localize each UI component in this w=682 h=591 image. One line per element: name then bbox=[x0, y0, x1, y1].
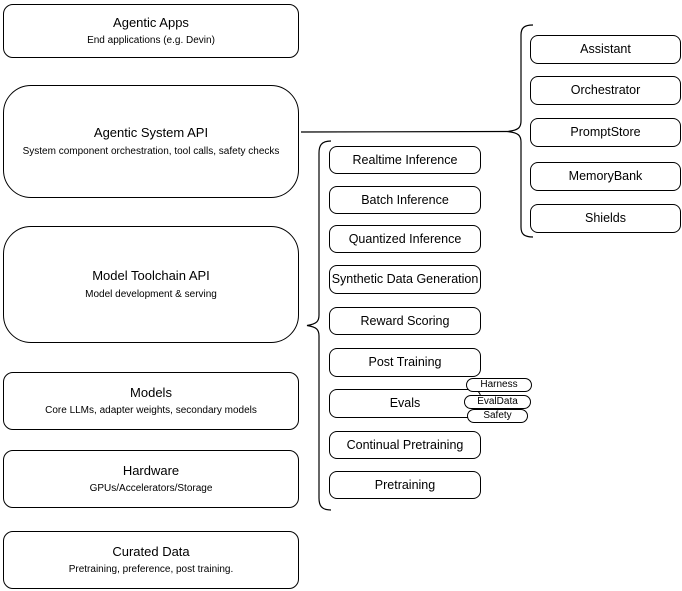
node-evals: Evals bbox=[329, 389, 481, 418]
node-subtitle: System component orchestration, tool cal… bbox=[22, 145, 280, 157]
node-realtime-inference: Realtime Inference bbox=[329, 146, 481, 174]
node-title: Hardware bbox=[122, 462, 180, 478]
node-title: Models bbox=[130, 384, 172, 400]
node-subtitle: GPUs/Accelerators/Storage bbox=[89, 483, 213, 495]
node-agentic-apps: Agentic Apps End applications (e.g. Devi… bbox=[3, 4, 299, 58]
node-title: Agentic Apps bbox=[113, 14, 189, 30]
node-agentic-system-api: Agentic System API System component orch… bbox=[3, 85, 299, 198]
node-subtitle: Model development & serving bbox=[85, 288, 217, 300]
node-subtitle: Pretraining, preference, post training. bbox=[68, 564, 234, 576]
node-model-toolchain-api: Model Toolchain API Model development & … bbox=[3, 226, 299, 343]
tag-harness: Harness bbox=[466, 378, 532, 392]
toolchain-brace bbox=[306, 140, 332, 511]
node-post-training: Post Training bbox=[329, 348, 481, 377]
node-hardware: Hardware GPUs/Accelerators/Storage bbox=[3, 450, 299, 508]
node-title: Agentic System API bbox=[93, 125, 209, 141]
node-memorybank: MemoryBank bbox=[530, 162, 681, 191]
node-reward-scoring: Reward Scoring bbox=[329, 307, 481, 335]
node-subtitle: End applications (e.g. Devin) bbox=[87, 35, 215, 47]
node-shields: Shields bbox=[530, 204, 681, 233]
node-batch-inference: Batch Inference bbox=[329, 186, 481, 214]
node-title: Model Toolchain API bbox=[92, 268, 210, 284]
tag-evaldata: EvalData bbox=[464, 395, 531, 409]
node-assistant: Assistant bbox=[530, 35, 681, 64]
node-orchestrator: Orchestrator bbox=[530, 76, 681, 105]
node-quantized-inference: Quantized Inference bbox=[329, 225, 481, 253]
node-synthetic-data-generation: Synthetic Data Generation bbox=[329, 265, 481, 294]
node-promptstore: PromptStore bbox=[530, 118, 681, 147]
node-subtitle: Core LLMs, adapter weights, secondary mo… bbox=[45, 405, 257, 417]
node-continual-pretraining: Continual Pretraining bbox=[329, 431, 481, 459]
tag-safety: Safety bbox=[467, 409, 528, 423]
system-api-connector-line bbox=[300, 130, 508, 133]
system-components-brace bbox=[506, 24, 534, 238]
node-title: Curated Data bbox=[112, 543, 190, 559]
node-pretraining: Pretraining bbox=[329, 471, 481, 499]
node-curated-data: Curated Data Pretraining, preference, po… bbox=[3, 531, 299, 589]
node-models: Models Core LLMs, adapter weights, secon… bbox=[3, 372, 299, 430]
